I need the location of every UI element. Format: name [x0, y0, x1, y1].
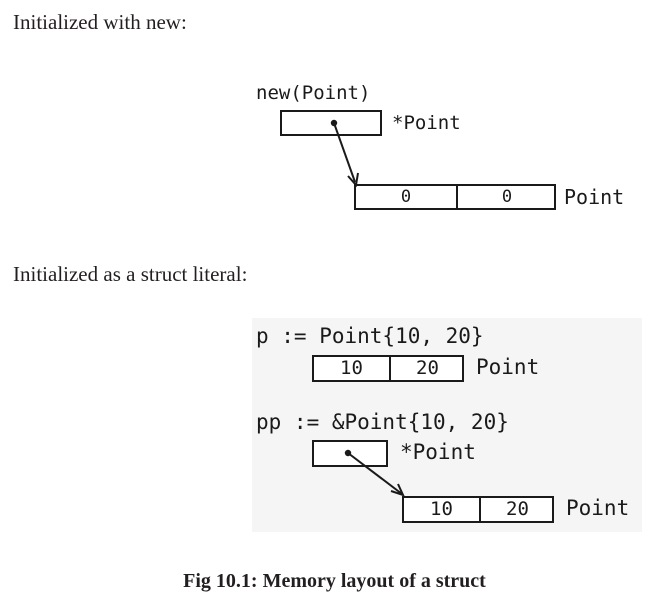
- pointer-expression-label: pp := &Point{10, 20}: [256, 410, 509, 434]
- section-heading-new: Initialized with new:: [13, 10, 187, 34]
- struct-field-y-new: 0: [456, 186, 556, 208]
- new-expression-label: new(Point): [256, 82, 371, 104]
- struct-box-value: 10 20: [312, 355, 464, 382]
- struct-field-y-value: 20: [389, 357, 464, 380]
- struct-field-y-target: 20: [479, 498, 554, 521]
- value-expression-label: p := Point{10, 20}: [256, 324, 484, 348]
- section-heading-literal: Initialized as a struct literal:: [13, 262, 248, 286]
- pointer-type-label-new: *Point: [392, 112, 461, 134]
- struct-type-label-new: Point: [564, 185, 625, 209]
- pointer-type-label-literal: *Point: [400, 440, 476, 464]
- struct-field-x-target: 10: [430, 498, 453, 520]
- pointer-box-new: [280, 110, 382, 136]
- pointer-box-literal: [312, 440, 388, 467]
- struct-field-x-new: 0: [400, 186, 412, 207]
- struct-type-label-target: Point: [566, 496, 630, 520]
- struct-box-new: 0 0: [354, 184, 556, 210]
- struct-field-x-value: 10: [340, 357, 363, 379]
- struct-type-label-value: Point: [476, 355, 540, 379]
- figure-caption: Fig 10.1: Memory layout of a struct: [183, 570, 486, 592]
- struct-box-target: 10 20: [402, 496, 554, 523]
